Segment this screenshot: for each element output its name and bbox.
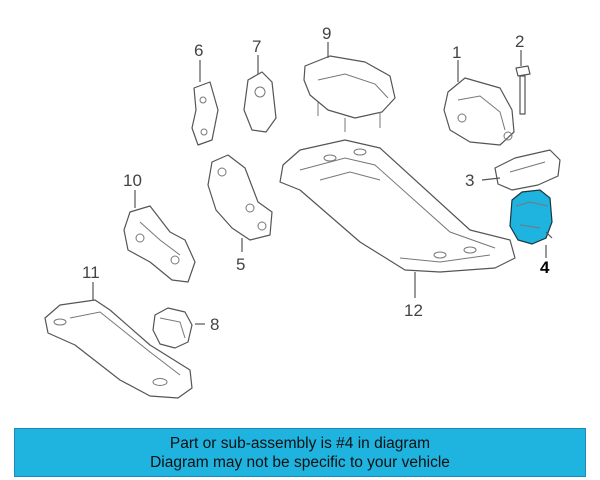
part-12-crossmember[interactable] <box>279 139 516 273</box>
part-1-engine-mount[interactable] <box>443 77 515 146</box>
callout-labels: 1 2 3 4 5 6 7 8 9 10 11 12 <box>82 24 550 334</box>
callout-8: 8 <box>210 315 219 334</box>
part-11-transmission-crossmember[interactable] <box>44 299 193 399</box>
parts-diagram: 1 2 3 4 5 6 7 8 9 10 11 12 <box>44 24 561 399</box>
part-4-transmission-mount[interactable] <box>509 189 553 245</box>
callout-6: 6 <box>194 41 203 60</box>
callout-2: 2 <box>515 32 524 51</box>
callout-3: 3 <box>465 171 474 190</box>
banner-line-2: Diagram may not be specific to your vehi… <box>150 453 450 471</box>
part-6-bracket[interactable] <box>191 81 219 146</box>
callout-12: 12 <box>404 301 423 320</box>
callout-1: 1 <box>452 43 461 62</box>
part-9-engine-mount[interactable] <box>303 55 396 132</box>
callout-9: 9 <box>322 24 331 43</box>
callout-7: 7 <box>252 37 261 56</box>
part-5-bracket[interactable] <box>207 154 273 241</box>
callout-11: 11 <box>82 263 100 282</box>
callout-5: 5 <box>236 255 245 274</box>
part-8-rubber-mount[interactable] <box>152 307 193 349</box>
part-10-engine-bracket[interactable] <box>123 205 196 283</box>
part-3-heat-shield[interactable] <box>494 149 561 191</box>
part-2-bolt[interactable] <box>515 65 531 115</box>
leader-lines <box>92 42 547 325</box>
part-7-bracket[interactable] <box>243 71 277 133</box>
info-banner: Part or sub-assembly is #4 in diagram Di… <box>14 428 586 477</box>
callout-4: 4 <box>540 258 550 277</box>
banner-line-1: Part or sub-assembly is #4 in diagram <box>169 434 431 452</box>
callout-10: 10 <box>123 171 142 190</box>
